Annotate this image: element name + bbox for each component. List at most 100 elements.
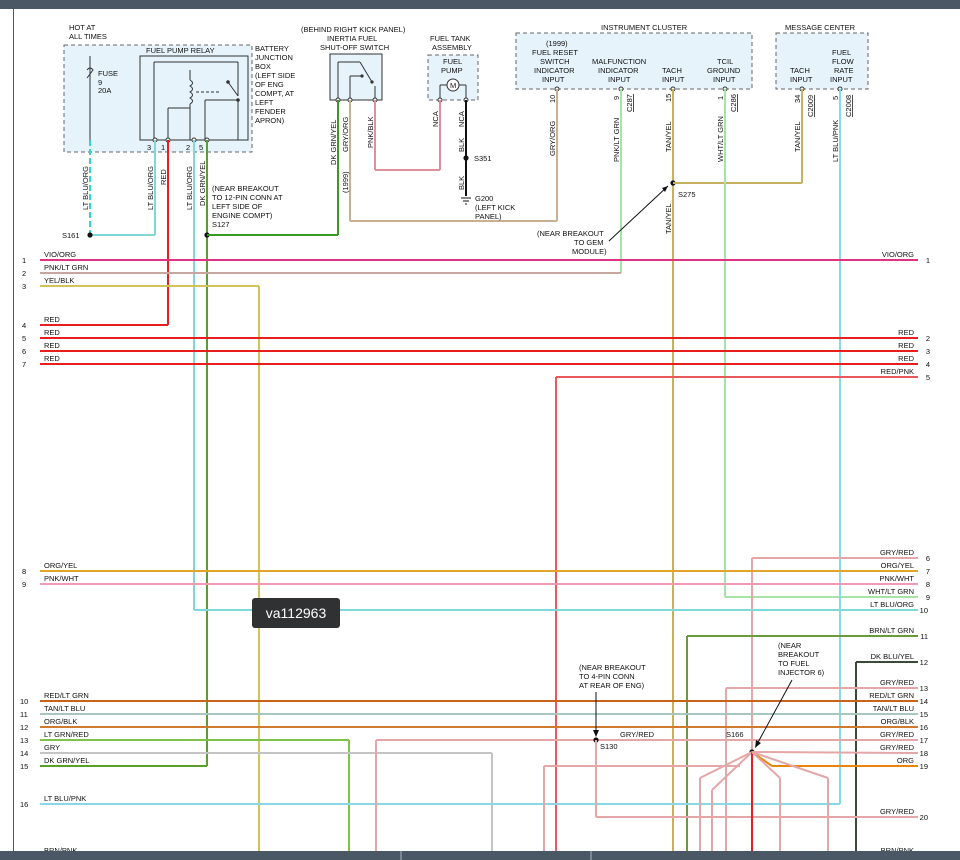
svg-text:18: 18 [920, 749, 928, 758]
svg-text:LT BLU/PNK: LT BLU/PNK [831, 120, 840, 162]
svg-text:(BEHIND RIGHT KICK PANEL): (BEHIND RIGHT KICK PANEL) [301, 25, 406, 34]
svg-text:SHUT-OFF SWITCH: SHUT-OFF SWITCH [320, 43, 389, 52]
hot-at-label-2: ALL TIMES [69, 32, 107, 41]
svg-text:APRON): APRON) [255, 116, 285, 125]
svg-text:BREAKOUT: BREAKOUT [778, 650, 820, 659]
svg-text:PNK/WHT: PNK/WHT [44, 574, 79, 583]
splice-s127: S127 [212, 220, 230, 229]
svg-text:TO 12-PIN CONN AT: TO 12-PIN CONN AT [212, 193, 283, 202]
svg-text:5: 5 [22, 334, 26, 343]
svg-text:C2009: C2009 [806, 95, 815, 117]
svg-text:19: 19 [920, 762, 928, 771]
svg-text:GRY/RED: GRY/RED [880, 743, 915, 752]
svg-text:RED: RED [44, 328, 60, 337]
svg-text:TO 4-PIN CONN: TO 4-PIN CONN [579, 672, 635, 681]
svg-text:(NEAR BREAKOUT: (NEAR BREAKOUT [579, 663, 646, 672]
svg-text:(LEFT KICK: (LEFT KICK [475, 203, 515, 212]
svg-text:2: 2 [22, 269, 26, 278]
svg-text:FUEL TANK: FUEL TANK [430, 34, 470, 43]
svg-text:12: 12 [20, 723, 28, 732]
svg-text:BOX: BOX [255, 62, 271, 71]
svg-text:RED/PNK: RED/PNK [881, 367, 914, 376]
svg-text:RED: RED [898, 341, 914, 350]
svg-text:15: 15 [20, 762, 28, 771]
svg-text:INPUT: INPUT [713, 75, 736, 84]
svg-text:WHT/LT GRN: WHT/LT GRN [716, 116, 725, 162]
bottom-bar-divider [590, 851, 592, 860]
svg-text:AT REAR OF ENG): AT REAR OF ENG) [579, 681, 645, 690]
svg-text:(NEAR: (NEAR [778, 641, 802, 650]
svg-text:ORG/YEL: ORG/YEL [44, 561, 77, 570]
svg-text:FENDER: FENDER [255, 107, 286, 116]
svg-text:INPUT: INPUT [608, 75, 631, 84]
svg-text:GRY/RED: GRY/RED [880, 730, 915, 739]
svg-text:1: 1 [22, 256, 26, 265]
svg-text:11: 11 [20, 710, 28, 719]
svg-text:RED: RED [898, 328, 914, 337]
svg-text:RED: RED [159, 169, 168, 185]
splice-s161: S161 [62, 231, 80, 240]
svg-text:GRY/RED: GRY/RED [620, 730, 655, 739]
svg-text:(1999): (1999) [546, 39, 568, 48]
svg-text:RED/LT GRN: RED/LT GRN [44, 691, 89, 700]
svg-text:BLK: BLK [457, 176, 466, 190]
svg-text:TAN/LT BLU: TAN/LT BLU [44, 704, 85, 713]
svg-text:INSTRUMENT CLUSTER: INSTRUMENT CLUSTER [601, 23, 688, 32]
svg-text:(NEAR BREAKOUT: (NEAR BREAKOUT [212, 184, 279, 193]
pin-2: 2 [186, 143, 190, 152]
lower-splice-notes: (NEAR BREAKOUT TO 4-PIN CONN AT REAR OF … [579, 641, 825, 751]
svg-text:TACH: TACH [790, 66, 810, 75]
top-wires [87, 89, 918, 852]
inertia-fuel-shutoff-switch: (BEHIND RIGHT KICK PANEL) INERTIA FUEL S… [301, 25, 406, 103]
svg-text:PUMP: PUMP [441, 66, 463, 75]
svg-text:(1999): (1999) [341, 171, 350, 193]
svg-text:RED: RED [44, 354, 60, 363]
splice-s130: S130 [600, 742, 618, 751]
svg-text:LEFT: LEFT [255, 98, 274, 107]
svg-text:INJECTOR 6): INJECTOR 6) [778, 668, 825, 677]
svg-text:GROUND: GROUND [707, 66, 741, 75]
svg-text:FUEL RESET: FUEL RESET [532, 48, 578, 57]
svg-text:BRN/PNK: BRN/PNK [44, 846, 77, 855]
svg-text:TAN/LT BLU: TAN/LT BLU [873, 704, 914, 713]
svg-text:OF ENG: OF ENG [255, 80, 284, 89]
svg-text:GRY/RED: GRY/RED [880, 548, 915, 557]
svg-text:NCA: NCA [457, 111, 466, 127]
svg-text:MESSAGE CENTER: MESSAGE CENTER [785, 23, 856, 32]
svg-text:MODULE): MODULE) [572, 247, 607, 256]
svg-text:(LEFT SIDE: (LEFT SIDE [255, 71, 295, 80]
junction-box-label: BATTERY JUNCTION BOX (LEFT SIDE OF ENG C… [255, 44, 295, 125]
window-top-bar [0, 0, 960, 9]
diagram-id-badge: va112963 [252, 598, 340, 628]
svg-text:12: 12 [920, 658, 928, 667]
svg-text:TACH: TACH [662, 66, 682, 75]
splice-s351: S351 [474, 154, 492, 163]
svg-text:34: 34 [793, 95, 802, 103]
svg-text:1: 1 [926, 256, 930, 265]
svg-text:2: 2 [926, 334, 930, 343]
svg-text:7: 7 [22, 360, 26, 369]
svg-text:5: 5 [831, 96, 840, 100]
svg-text:RED: RED [898, 354, 914, 363]
svg-text:10: 10 [20, 697, 28, 706]
svg-text:6: 6 [22, 347, 26, 356]
svg-text:1: 1 [716, 96, 725, 100]
vertical-wire-labels: LT BLU/ORG LT BLU/ORG RED LT BLU/ORG DK … [81, 94, 853, 234]
svg-text:16: 16 [20, 800, 28, 809]
svg-text:ORG: ORG [897, 756, 914, 765]
diagram-left-border [13, 9, 14, 860]
svg-text:BRN/LT GRN: BRN/LT GRN [869, 626, 914, 635]
pin-1: 1 [161, 143, 165, 152]
svg-text:5: 5 [926, 373, 930, 382]
svg-text:PNK/LT GRN: PNK/LT GRN [612, 118, 621, 162]
svg-text:NCA: NCA [431, 111, 440, 127]
svg-text:INPUT: INPUT [790, 75, 813, 84]
svg-text:TAN/YEL: TAN/YEL [664, 121, 673, 152]
svg-text:GRY/ORG: GRY/ORG [341, 117, 350, 152]
message-center: MESSAGE CENTER TACH INPUT FUEL FLOW RATE… [775, 23, 869, 92]
svg-text:LT GRN/RED: LT GRN/RED [44, 730, 89, 739]
svg-text:INPUT: INPUT [662, 75, 685, 84]
